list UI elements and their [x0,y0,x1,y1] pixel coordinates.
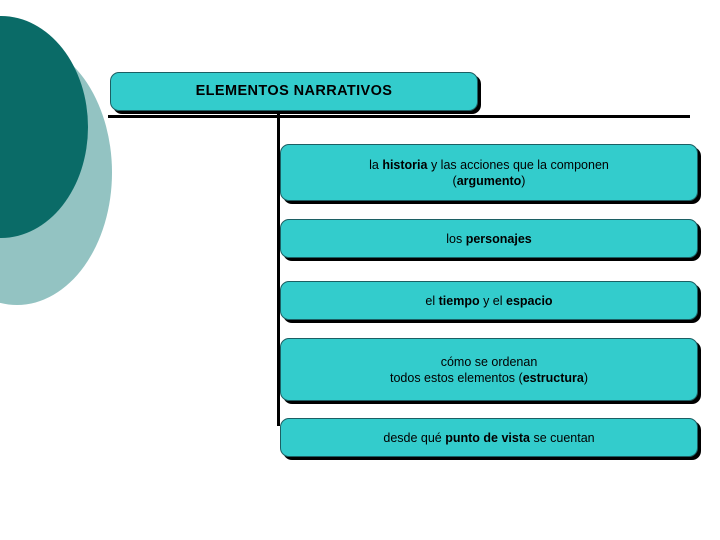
node-box-estructura: cómo se ordenan todos estos elementos (e… [280,338,698,401]
node-label-tiempo-espacio: el tiempo y el espacio [281,293,697,309]
title-label: ELEMENTOS NARRATIVOS [195,83,393,100]
node-text-part: la [369,157,383,172]
node-text-part: ) [521,173,526,188]
node-text-bold: estructura [522,370,584,385]
node-box-punto-de-vista: desde qué punto de vista se cuentan [280,418,698,457]
connector-horizontal-line [108,115,690,118]
node-text-part: se cuentan [529,430,595,445]
node-box-historia: la historia y las acciones que la compon… [280,144,698,201]
node-text-bold: historia [382,157,428,172]
node-text-part: cómo se ordenan [440,354,538,369]
node-text-part: ) [583,370,589,385]
node-box-tiempo-espacio: el tiempo y el espacio [280,281,698,320]
node-text-part: y el [479,293,507,308]
node-text-part: desde qué [383,430,446,445]
node-text-part: los [446,231,466,246]
title-box: ELEMENTOS NARRATIVOS [110,72,478,111]
node-text-bold: punto de vista [445,430,530,445]
node-text-bold: espacio [506,293,553,308]
node-label-personajes: los personajes [281,231,697,247]
node-label-historia: la historia y las acciones que la compon… [281,157,697,189]
node-box-personajes: los personajes [280,219,698,258]
node-text-part: todos estos elementos ( [389,370,523,385]
node-text-part: ( [452,173,457,188]
node-text-bold: personajes [465,231,532,246]
node-label-estructura: cómo se ordenan todos estos elementos (e… [281,354,697,386]
node-text-bold: tiempo [438,293,480,308]
connector-vertical-line [277,108,280,426]
node-text-bold: argumento [456,173,522,188]
node-label-punto-de-vista: desde qué punto de vista se cuentan [281,430,697,446]
node-text-part: el [425,293,439,308]
node-text-part: y las acciones que la componen [427,157,609,172]
